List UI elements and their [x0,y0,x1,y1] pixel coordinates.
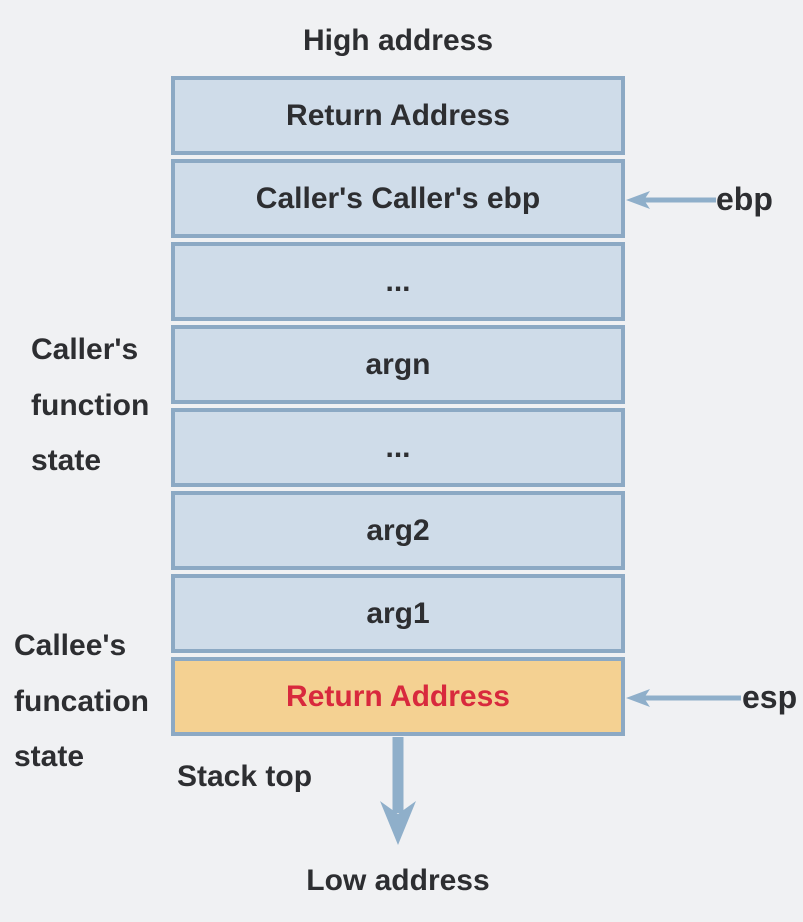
stack-cell-ellipsis-upper: ... [171,242,625,321]
stack-cell-label: Caller's Caller's ebp [255,181,541,215]
stack-cell-ellipsis-lower: ... [171,408,625,487]
left-arrow-icon [626,191,716,209]
stack-cell-callers-callers-ebp: Caller's Caller's ebp [171,159,625,238]
stack-cell-label: ... [385,264,411,298]
stack-cell-argn: argn [171,325,625,404]
stack-column: Return Address Caller's Caller's ebp ...… [171,76,625,736]
stack-cell-label: argn [365,347,431,381]
stack-cell-arg1: arg1 [171,574,625,653]
stack-cell-label: Return Address [286,679,510,713]
stack-cell-label: arg1 [366,596,430,630]
stack-cell-return-address-caller: Return Address [171,76,625,155]
callee-function-state-label: Callee's funcation state [14,629,149,773]
caller-function-state-label: Caller's function state [31,333,150,477]
high-address-label: High address [302,24,494,57]
stack-cell-label: Return Address [286,98,510,132]
stack-cell-label: arg2 [366,513,430,547]
ebp-register-label: ebp [716,181,773,217]
left-arrow-icon [626,689,741,707]
down-arrow-icon [380,737,416,845]
stack-cell-arg2: arg2 [171,491,625,570]
stack-top-label: Stack top [177,760,313,793]
stack-cell-label: ... [385,430,411,464]
stack-cell-return-address-callee: Return Address [171,657,625,736]
esp-register-label: esp [742,679,798,715]
low-address-label: Low address [306,864,490,897]
